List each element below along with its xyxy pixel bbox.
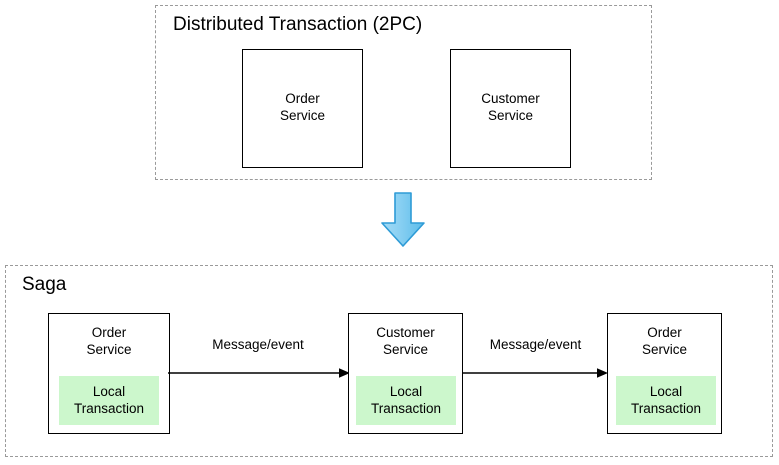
local-transaction-label-2: Local Transaction bbox=[370, 384, 442, 416]
top-service-label-order-service: Order Service bbox=[279, 91, 325, 123]
saga-connector-2 bbox=[462, 363, 610, 383]
top-service-box-order-service[interactable] bbox=[242, 49, 363, 168]
saga-group bbox=[5, 265, 773, 457]
saga-service-label-order-service-1: Order Service bbox=[86, 325, 132, 357]
arrow-right-icon-2 bbox=[462, 368, 608, 378]
local-transaction-label-3: Local Transaction bbox=[630, 384, 702, 416]
edge-label-message-event-1: Message/event bbox=[212, 337, 304, 352]
transition-down-arrow bbox=[378, 191, 428, 249]
distributed-transaction-group-title: Distributed Transaction (2PC) bbox=[173, 14, 423, 35]
saga-service-label-order-service-2: Order Service bbox=[641, 325, 687, 357]
saga-group-title: Saga bbox=[22, 274, 67, 295]
saga-connector-1 bbox=[168, 363, 352, 383]
local-transaction-label-1: Local Transaction bbox=[73, 384, 145, 416]
down-arrow-icon bbox=[381, 192, 425, 247]
edge-label-message-event-2: Message/event bbox=[489, 337, 582, 352]
distributed-transaction-group bbox=[155, 5, 652, 180]
arrow-right-icon-1 bbox=[168, 368, 350, 378]
top-service-box-customer-service[interactable] bbox=[450, 49, 571, 168]
local-transaction-chip-2: Local Transaction bbox=[356, 376, 456, 425]
top-service-label-customer-service: Customer Service bbox=[481, 91, 540, 123]
local-transaction-chip-3: Local Transaction bbox=[616, 376, 716, 425]
local-transaction-chip-1: Local Transaction bbox=[59, 376, 159, 425]
saga-service-label-customer-service: Customer Service bbox=[376, 325, 435, 357]
